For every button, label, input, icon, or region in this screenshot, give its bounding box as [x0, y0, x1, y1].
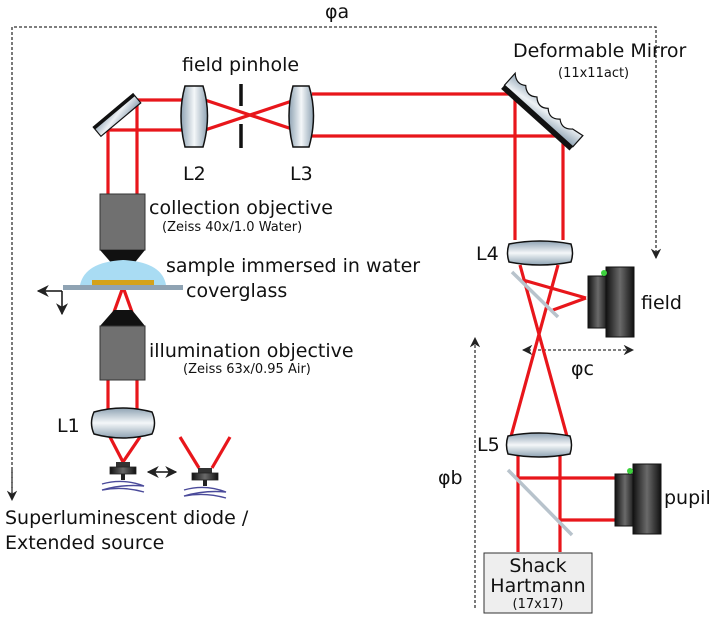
phi-b-label: φb: [438, 467, 463, 489]
lens-l1-label: L1: [57, 415, 80, 437]
shack-hartmann-spec: (17x17): [513, 597, 564, 612]
stage-axes-icon: [36, 285, 68, 316]
field-pinhole-label: field pinhole: [182, 54, 299, 76]
illumination-objective-spec: (Zeiss 63x/0.95 Air): [183, 362, 311, 377]
coverglass: [63, 285, 183, 290]
sample: [92, 280, 154, 285]
water-droplet: [80, 260, 166, 285]
lens-l4-label: L4: [476, 243, 499, 265]
source-label-line1: Superluminescent diode /: [5, 507, 249, 529]
shack-hartmann-label-line1: Shack: [509, 555, 566, 577]
collection-objective-label: collection objective: [149, 197, 333, 219]
phi-a-path: [11, 26, 662, 495]
sample-label: sample immersed in water: [166, 255, 420, 277]
beamsplitter-pupil: [506, 468, 574, 537]
superluminescent-diode: [101, 462, 145, 493]
field-camera-label: field: [641, 292, 682, 314]
lens-l3-label: L3: [290, 163, 313, 185]
fold-mirror: [92, 92, 142, 138]
lens-l2: [180, 85, 209, 148]
phi-a-label: φa: [325, 1, 349, 23]
beamsplitter-field: [510, 270, 560, 319]
field-camera: [587, 266, 635, 338]
lens-l3: [288, 85, 315, 148]
deformable-mirror-spec: (11x11act): [558, 66, 629, 81]
lens-l2-label: L2: [183, 163, 206, 185]
lens-l5-label: L5: [477, 434, 500, 456]
extended-source: [183, 468, 227, 499]
collection-objective-spec: (Zeiss 40x/1.0 Water): [162, 220, 302, 235]
deformable-mirror: [501, 71, 584, 151]
phi-c-label: φc: [571, 358, 594, 380]
lens-l1: [90, 407, 156, 439]
source-label-line2: Extended source: [5, 532, 164, 554]
lens-l4: [506, 240, 574, 266]
deformable-mirror-label: Deformable Mirror: [513, 40, 686, 62]
collection-objective: [99, 193, 146, 266]
shack-hartmann-sensor: [483, 552, 593, 614]
shack-hartmann-label-line2: Hartmann: [490, 575, 585, 597]
coverglass-label: coverglass: [186, 280, 287, 302]
illumination-objective-label: illumination objective: [149, 340, 354, 362]
pupil-camera-label: pupil: [664, 487, 711, 509]
illumination-objective: [99, 310, 146, 381]
lens-l5: [505, 432, 573, 458]
pupil-camera: [614, 463, 662, 535]
